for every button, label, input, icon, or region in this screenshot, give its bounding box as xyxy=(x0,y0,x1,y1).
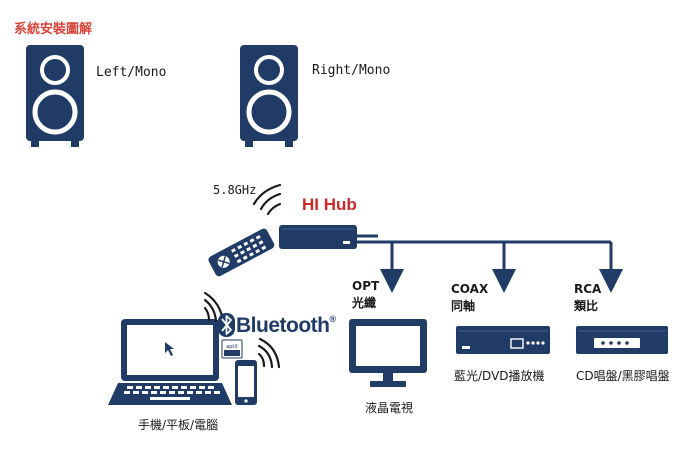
remote-control-icon xyxy=(208,228,275,277)
rca-label: RCA xyxy=(574,282,602,296)
bluetooth-wordmark: Bluetooth® xyxy=(236,314,336,338)
opt-sub-label: 光纖 xyxy=(352,296,377,310)
tv-icon xyxy=(349,319,427,387)
hub-device-icon xyxy=(279,225,357,249)
bluray-caption: 藍光/DVD播放機 xyxy=(454,369,545,383)
bluetooth-logo-icon xyxy=(218,313,235,337)
coax-label: COAX xyxy=(451,282,489,296)
phone-wireless-icon xyxy=(257,337,281,369)
laptop-icon xyxy=(108,319,232,405)
connection-lines xyxy=(357,234,623,293)
hub-wireless-icon xyxy=(252,183,282,216)
bluray-player-icon xyxy=(456,326,550,354)
left-speaker-icon xyxy=(26,45,84,147)
aptx-badge-icon: aptX xyxy=(221,339,243,359)
hub-name: HI Hub xyxy=(302,195,357,214)
smartphone-icon xyxy=(235,360,257,405)
tv-caption: 液晶電視 xyxy=(365,401,414,415)
cd-player-icon xyxy=(576,326,668,354)
right-speaker-label: Right/Mono xyxy=(312,63,391,78)
rca-sub-label: 類比 xyxy=(574,299,599,313)
opt-label: OPT xyxy=(352,279,380,293)
mobile-devices-caption: 手機/平板/電腦 xyxy=(138,418,219,432)
coax-sub-label: 同軸 xyxy=(451,299,476,313)
frequency-label: 5.8GHz xyxy=(213,183,257,197)
cd-caption: CD唱盤/黑膠唱盤 xyxy=(576,369,670,383)
aptx-badge-text: aptX xyxy=(226,344,238,350)
right-speaker-icon xyxy=(240,45,298,147)
diagram-title: 系統安裝圖解 xyxy=(14,22,93,37)
bluetooth-brand: Bluetooth xyxy=(236,314,330,337)
trademark-symbol: ® xyxy=(329,314,336,324)
left-speaker-label: Left/Mono xyxy=(96,65,167,80)
